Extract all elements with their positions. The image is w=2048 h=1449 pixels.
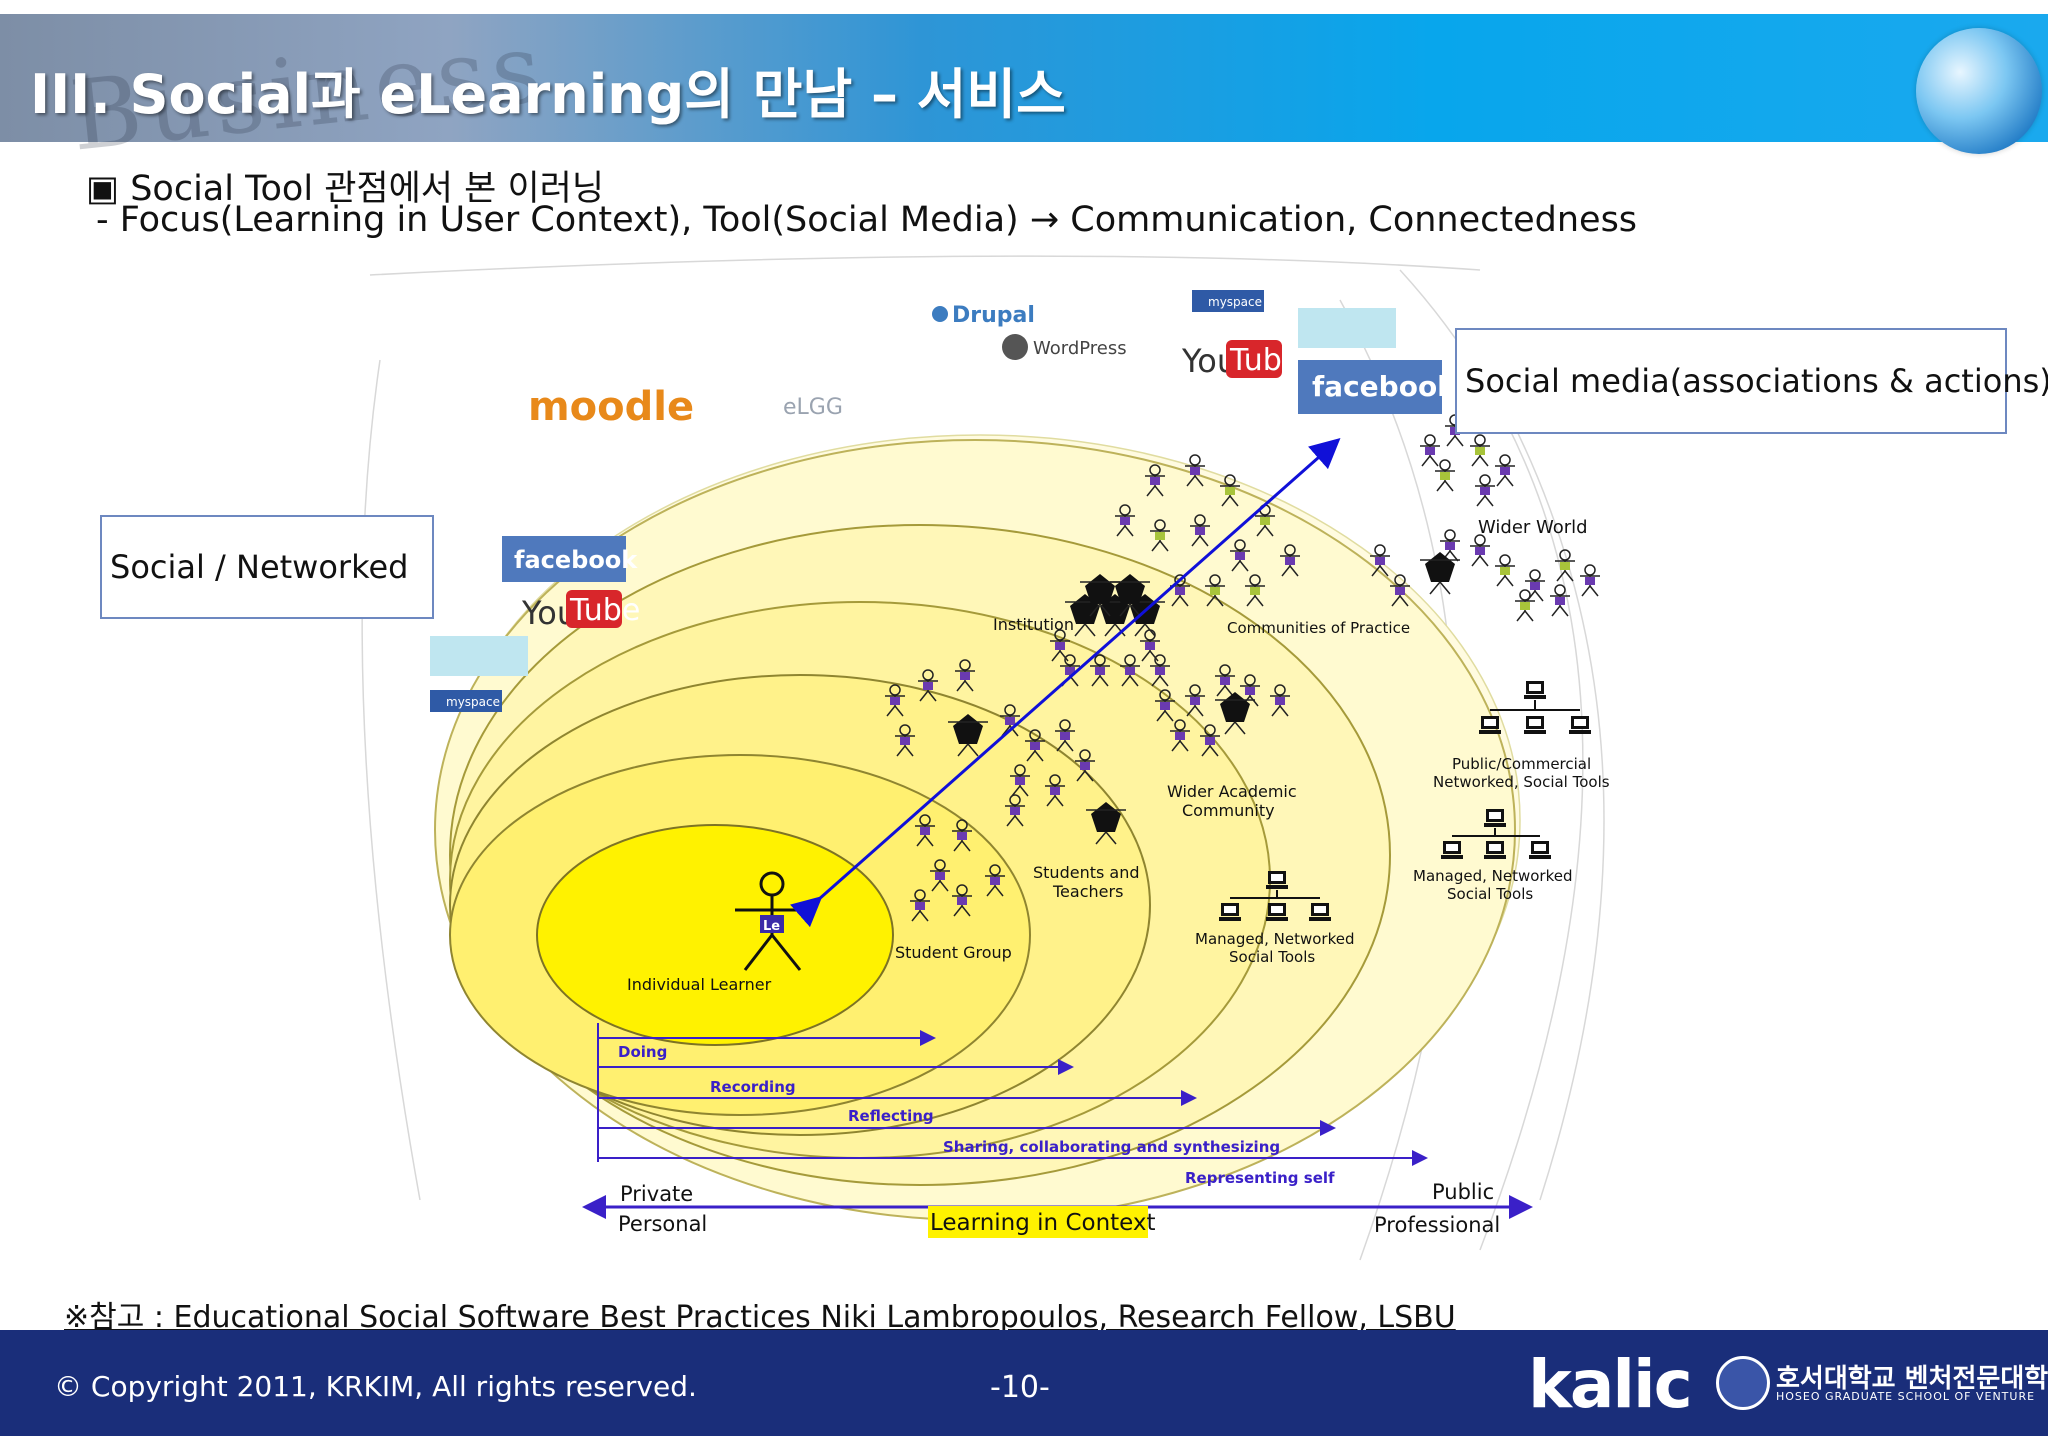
label-managed-tools-right-1: Managed, Networked [1413,867,1573,885]
callout-social-media: Social media(associations & actions) [1455,328,2048,434]
axis-center-label: Learning in Context [930,1210,1156,1236]
youtube-logo-top-box [1226,340,1282,378]
label-communities-of-practice: Communities of Practice [1227,619,1410,637]
callout-social-media-text: Social media(associations & actions) [1465,362,2048,400]
connection-arrow [790,438,1341,928]
university-name: 호서대학교 벤처전문대학원 [1776,1364,2048,1394]
public-commercial-tools-icon [1479,681,1591,734]
globe-icon [1916,28,2042,154]
label-public-tools-2: Networked, Social Tools [1433,773,1610,791]
learning-in-context-highlight [928,1206,1148,1238]
label-public-tools-1: Public/Commercial [1452,755,1591,773]
label-institution: Institution [993,615,1074,634]
label-wider-academic-2: Community [1182,801,1275,820]
label-students-teachers-1: Students and [1033,863,1140,882]
university-seal-icon [1716,1356,1770,1410]
wordpress-logo: WordPress [1033,338,1127,359]
wordpress-icon [1002,334,1028,360]
svg-text:myspace: myspace [1208,295,1262,309]
label-wider-world: Wider World [1478,517,1588,538]
drupal-drop-icon [932,306,948,322]
copyright-text: © Copyright 2011, KRKIM, All rights rese… [54,1370,697,1403]
page-number: -10- [990,1370,1050,1405]
label-wider-academic-1: Wider Academic [1167,782,1297,801]
doing-label: Doing [618,1043,667,1061]
axis-personal: Personal [618,1212,707,1236]
section-description: - Focus(Learning in User Context), Tool(… [96,200,1638,240]
reflecting-label: Reflecting [848,1107,934,1125]
elgg-logo: eLGG [783,395,843,420]
label-individual-learner: Individual Learner [627,975,772,994]
university-name-english: HOSEO GRADUATE SCHOOL OF VENTURE [1776,1390,2036,1403]
callout-social-networked-text: Social / Networked [110,548,409,586]
drupal-logo: Drupal [952,303,1035,328]
label-managed-tools-center-2: Social Tools [1229,948,1315,966]
learner-badge: Le [763,919,780,934]
facebook-logo-left [502,536,626,582]
reference-note: ※참고 : Educational Social Software Best P… [64,1300,1456,1335]
facebook-logo-top [1298,360,1442,414]
myspace-logo-left [430,690,502,712]
kalic-logo: kalic [1528,1346,1693,1423]
tool-logos: Drupal WordPress myspace You Tube facebo… [430,290,1457,712]
recording-label: Recording [710,1078,796,1096]
label-students-teachers-2: Teachers [1052,882,1123,901]
footer-bar [0,1330,2048,1436]
axis-professional: Professional [1374,1213,1500,1237]
faded-logo-left [430,636,528,676]
ring-individual-learner [536,824,894,1046]
page-title: III. Social과 eLearning의 만남 – 서비스 [30,63,1066,126]
youtube-logo-left-box [566,590,622,628]
myspace-logo-top [1192,290,1264,312]
managed-tools-right-icon [1441,809,1551,859]
representing-label: Representing self [1185,1169,1335,1187]
svg-text:facebook: facebook [514,546,638,574]
youtube-logo-left-tube: Tube [569,593,640,628]
faded-logo-top [1298,308,1396,348]
youtube-logo-top-tube: Tube [1229,343,1300,378]
title-banner: Business III. Social과 eLearning의 만남 – 서비… [0,11,2048,173]
moodle-logo: moodle [528,384,694,430]
label-student-group: Student Group [895,943,1012,962]
activity-scale: Doing Recording Reflecting Sharing, coll… [582,1023,1533,1219]
svg-text:facebook: facebook [1312,370,1457,403]
section-heading: ▣ Social Tool 관점에서 본 이러닝 [86,169,605,209]
sharing-label: Sharing, collaborating and synthesizing [943,1138,1280,1156]
label-managed-tools-right-2: Social Tools [1447,885,1533,903]
axis-public: Public [1432,1180,1494,1204]
label-managed-tools-center-1: Managed, Networked [1195,930,1355,948]
svg-text:myspace: myspace [446,695,500,709]
callout-social-networked: Social / Networked [100,515,434,619]
axis-private: Private [620,1182,693,1206]
